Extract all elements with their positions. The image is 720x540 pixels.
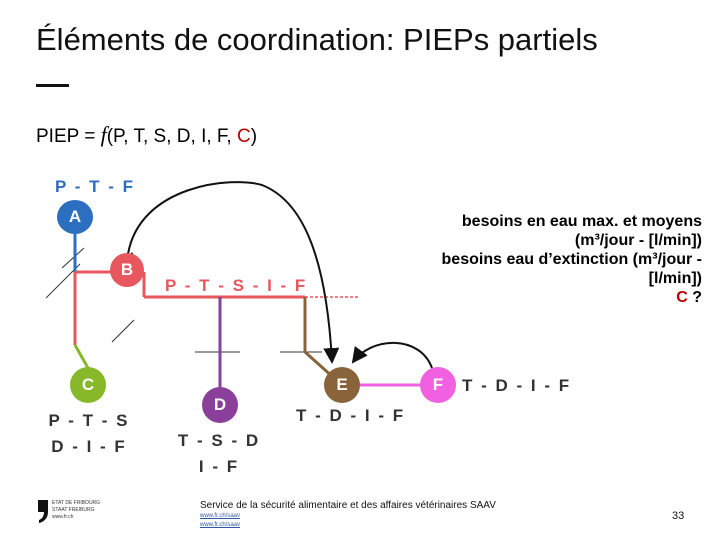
node-e: E: [324, 367, 360, 403]
arrow-f-to-e: [351, 341, 433, 369]
label-d: T - S - D I - F: [164, 428, 274, 480]
node-d: D: [202, 387, 238, 423]
trunk-green: [73, 344, 90, 369]
info-line4: [l/min]): [648, 270, 702, 287]
info-question: ?: [687, 289, 702, 306]
info-line5: C ?: [372, 288, 702, 307]
footer-link-1[interactable]: www.fr.ch/saav: [200, 513, 241, 519]
arrow-b-to-e: [127, 181, 340, 364]
slide-title: Éléments de coordination: PIEPs partiels: [36, 22, 598, 57]
node-a: A: [57, 200, 93, 234]
logo-line3: www.fr.ch: [52, 514, 74, 520]
title-dash: [36, 84, 69, 87]
info-c: C: [676, 289, 688, 306]
label-c-line1: P - T - S: [48, 411, 130, 430]
label-e: T - D - I - F: [296, 406, 406, 425]
label-d-line1: T - S - D: [177, 431, 261, 450]
logo-text: ETAT DE FRIBOURG STAAT FREIBURG www.fr.c…: [52, 500, 100, 521]
node-c: C: [70, 367, 106, 403]
page-number: 33: [672, 510, 685, 522]
label-ptf: P - T - F: [55, 177, 136, 196]
label-d-line2: I - F: [198, 457, 240, 476]
formula-prefix: PIEP =: [36, 126, 101, 147]
logo-line2: STAAT FREIBURG: [52, 507, 95, 513]
formula-close: ): [250, 126, 258, 147]
info-box: besoins en eau max. et moyens (m³/jour -…: [372, 212, 702, 307]
stub-a: [61, 247, 85, 269]
info-line1: besoins en eau max. et moyens: [461, 213, 702, 230]
label-c-line2: D - I - F: [51, 437, 127, 456]
footer-service: Service de la sécurité alimentaire et de…: [200, 500, 496, 511]
node-b: B: [110, 253, 144, 287]
label-c: P - T - S D - I - F: [34, 408, 144, 460]
node-f: F: [420, 367, 456, 403]
fribourg-logo-icon: [38, 500, 48, 523]
footer-link-2[interactable]: www.fr.ch/saav: [200, 522, 241, 528]
label-f: T - D - I - F: [462, 376, 572, 395]
piep-formula: PIEP = f(P, T, S, D, I, F, C): [36, 122, 257, 148]
logo-line1: ETAT DE FRIBOURG: [52, 500, 101, 506]
label-ptsif: P - T - S - I - F: [165, 276, 308, 295]
stub-b: [111, 319, 135, 343]
formula-c: C: [236, 126, 251, 147]
formula-args: (P, T, S, D, I, F,: [106, 126, 237, 147]
info-line3: besoins eau d’extinction (m³/jour -: [441, 251, 702, 268]
formula-function: f: [100, 122, 107, 147]
info-line2: (m³/jour - [l/min]): [574, 232, 702, 249]
